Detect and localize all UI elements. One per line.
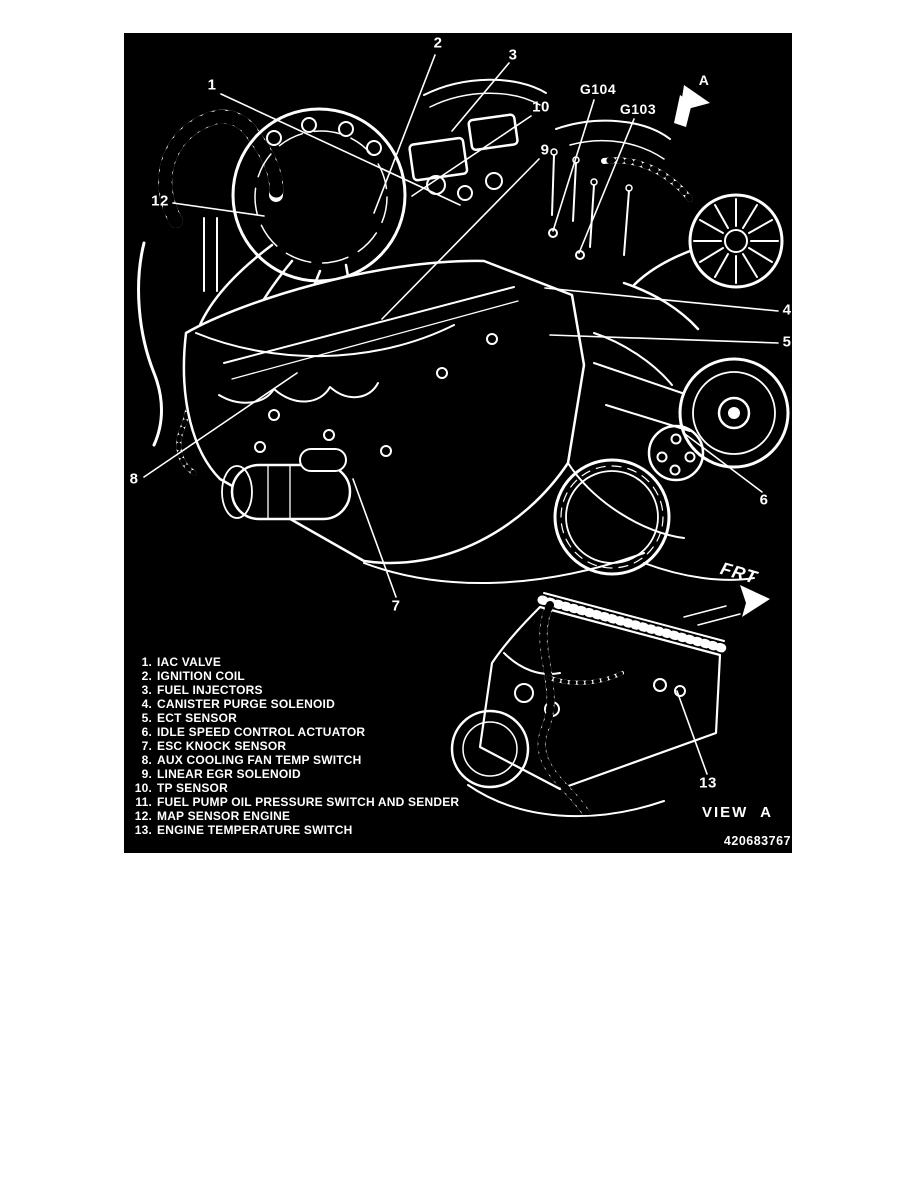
callout-5: 5 bbox=[782, 333, 792, 351]
callout-7: 7 bbox=[391, 597, 401, 615]
legend-item-label: ESC KNOCK SENSOR bbox=[157, 739, 287, 753]
legend-row: 7. ESC KNOCK SENSOR bbox=[126, 739, 459, 753]
legend-item-label: IDLE SPEED CONTROL ACTUATOR bbox=[157, 725, 366, 739]
legend-item-label: TP SENSOR bbox=[157, 781, 228, 795]
legend-row: 2. IGNITION COIL bbox=[126, 669, 459, 683]
legend-row: 12. MAP SENSOR ENGINE bbox=[126, 809, 459, 823]
legend-item-number: 6. bbox=[141, 725, 152, 739]
legend-item-number: 7. bbox=[141, 739, 152, 753]
engine-inset-art bbox=[450, 592, 741, 818]
callout-leader-lines bbox=[143, 54, 779, 775]
legend-item-number: 10. bbox=[134, 781, 152, 795]
callout-13: 13 bbox=[699, 774, 717, 792]
ground-label-g104: G104 bbox=[579, 81, 617, 97]
legend-row: 9. LINEAR EGR SOLENOID bbox=[126, 767, 459, 781]
legend-item-label: CANISTER PURGE SOLENOID bbox=[157, 697, 335, 711]
legend-row: 8. AUX COOLING FAN TEMP SWITCH bbox=[126, 753, 459, 767]
view-label: VIEW A bbox=[702, 804, 773, 821]
legend-row: 10. TP SENSOR bbox=[126, 781, 459, 795]
legend-row: 6. IDLE SPEED CONTROL ACTUATOR bbox=[126, 725, 459, 739]
diagram-panel: 1 2 3 4 5 6 7 8 9 10 12 13 G104 G103 A F… bbox=[124, 33, 792, 853]
legend-row: 11. FUEL PUMP OIL PRESSURE SWITCH AND SE… bbox=[126, 795, 459, 809]
legend-item-label: MAP SENSOR ENGINE bbox=[157, 809, 291, 823]
legend-item-number: 8. bbox=[141, 753, 152, 767]
legend-row: 5. ECT SENSOR bbox=[126, 711, 459, 725]
legend-row: 3. FUEL INJECTORS bbox=[126, 683, 459, 697]
legend-item-label: IGNITION COIL bbox=[157, 669, 245, 683]
legend-item-number: 12. bbox=[134, 809, 152, 823]
legend-item-label: FUEL PUMP OIL PRESSURE SWITCH AND SENDER bbox=[157, 795, 460, 809]
legend-item-number: 11. bbox=[135, 795, 152, 809]
legend-item-number: 13. bbox=[134, 823, 152, 837]
callout-6: 6 bbox=[759, 491, 769, 509]
legend-item-number: 1. bbox=[141, 655, 152, 669]
legend-item-label: LINEAR EGR SOLENOID bbox=[157, 767, 301, 781]
legend-item-label: ECT SENSOR bbox=[157, 711, 238, 725]
legend-row: 4. CANISTER PURGE SOLENOID bbox=[126, 697, 459, 711]
legend-item-number: 5. bbox=[141, 711, 152, 725]
callout-9: 9 bbox=[540, 141, 550, 159]
legend-row: 1. IAC VALVE bbox=[126, 655, 459, 669]
frt-arrow-icon bbox=[740, 585, 770, 617]
legend-item-label: FUEL INJECTORS bbox=[157, 683, 263, 697]
legend-item-number: 4. bbox=[141, 697, 152, 711]
callout-8: 8 bbox=[129, 470, 139, 488]
legend-item-label: ENGINE TEMPERATURE SWITCH bbox=[157, 823, 353, 837]
callout-3: 3 bbox=[508, 46, 518, 64]
legend-item-number: 2. bbox=[141, 669, 152, 683]
engine-main-art bbox=[137, 78, 790, 585]
ground-label-g103: G103 bbox=[619, 101, 657, 117]
callout-2: 2 bbox=[433, 34, 443, 52]
view-direction-arrow-icon bbox=[674, 85, 710, 127]
figure-number: 420683767 bbox=[723, 834, 791, 848]
callout-12: 12 bbox=[151, 192, 169, 210]
legend-item-label: IAC VALVE bbox=[157, 655, 222, 669]
legend-item-number: 9. bbox=[141, 767, 152, 781]
legend-item-number: 3. bbox=[141, 683, 152, 697]
view-arrow-label: A bbox=[698, 72, 710, 88]
legend: 1. IAC VALVE 2. IGNITION COIL 3. FUEL IN… bbox=[126, 655, 459, 837]
legend-item-label: AUX COOLING FAN TEMP SWITCH bbox=[157, 753, 362, 767]
engine-diagram-art bbox=[137, 54, 790, 818]
callout-4: 4 bbox=[782, 301, 792, 319]
legend-row: 13. ENGINE TEMPERATURE SWITCH bbox=[126, 823, 459, 837]
callout-1: 1 bbox=[207, 76, 217, 94]
callout-10: 10 bbox=[532, 98, 550, 116]
